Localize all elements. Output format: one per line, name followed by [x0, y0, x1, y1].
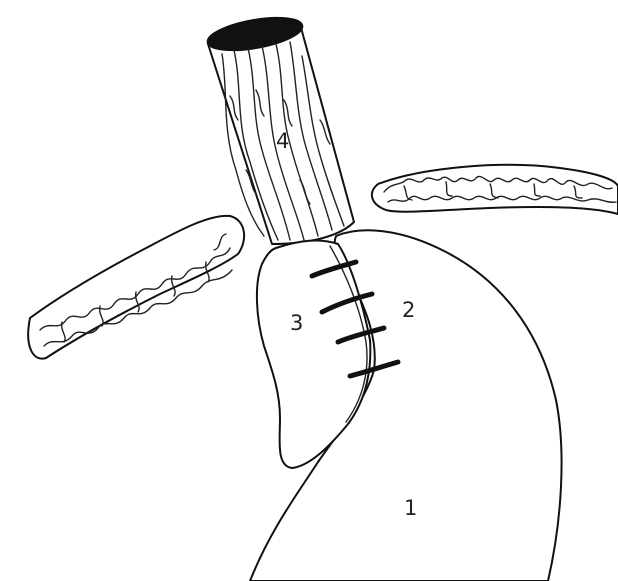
label-1: 1: [404, 496, 417, 520]
fibrous-tube: [205, 12, 354, 244]
left-intestinal-loop: [28, 216, 244, 359]
right-intestinal-loop: [372, 165, 618, 214]
label-3: 3: [290, 311, 303, 335]
label-4: 4: [276, 129, 289, 153]
label-2: 2: [402, 298, 415, 322]
